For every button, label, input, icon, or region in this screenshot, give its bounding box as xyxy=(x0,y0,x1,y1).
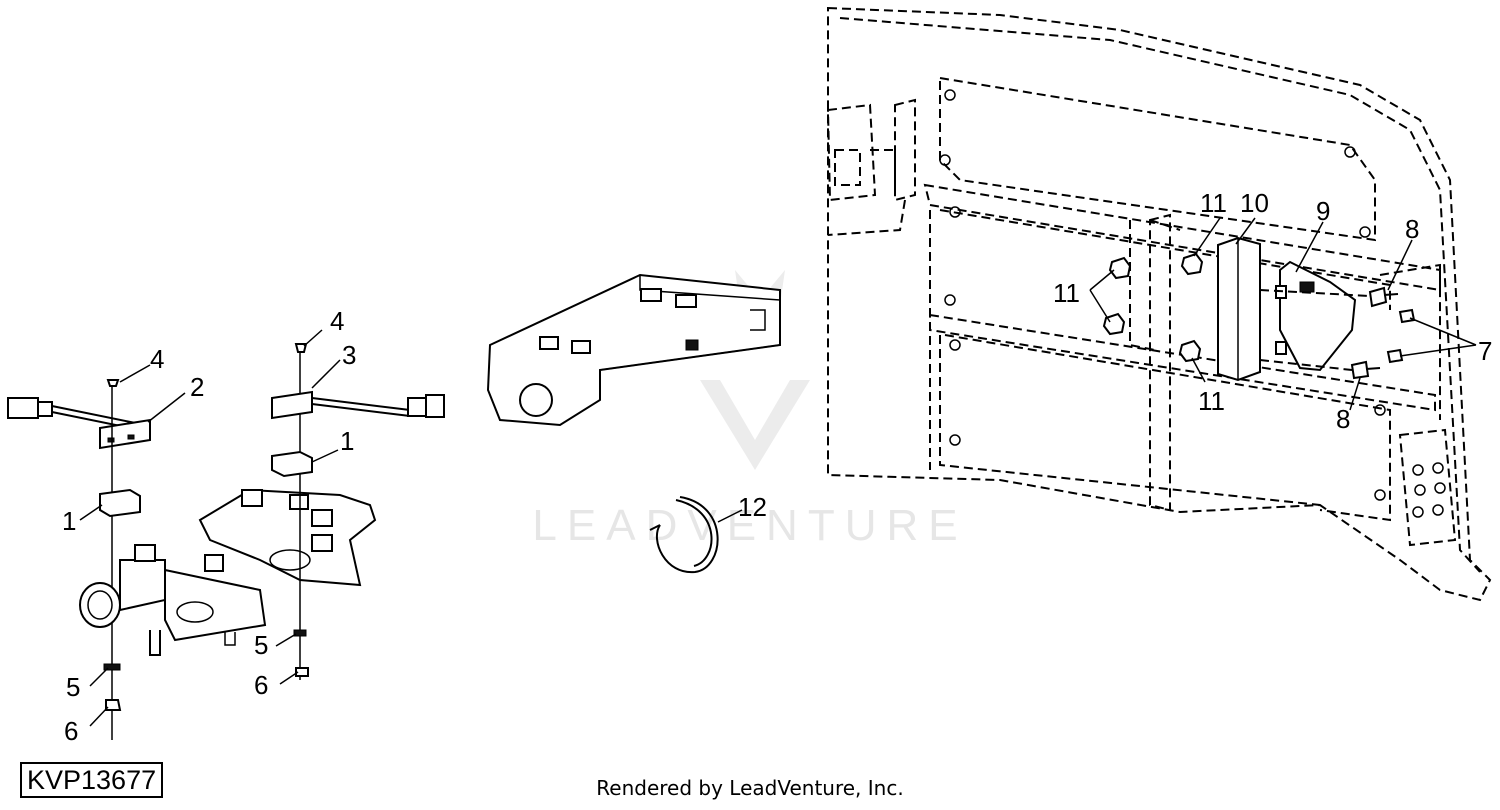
nut-set xyxy=(1102,252,1204,363)
callout-9: 9 xyxy=(1316,196,1330,226)
callout-3: 3 xyxy=(342,340,356,370)
wiring-harness-left xyxy=(7,397,151,450)
flasher-module xyxy=(1217,236,1357,382)
callout-1-left: 1 xyxy=(62,506,76,536)
callout-8-bottom: 8 xyxy=(1336,404,1350,434)
mounting-bracket-left xyxy=(79,488,377,656)
callout-5-left: 5 xyxy=(66,672,80,702)
callout-4-right: 4 xyxy=(330,306,344,336)
wiring-harness-right xyxy=(271,343,445,680)
callouts: 4 2 1 5 6 4 3 1 5 6 12 11 11 11 10 9 8 7… xyxy=(62,188,1492,746)
clamp-ring xyxy=(649,496,719,574)
figure-id-label: KVP13677 xyxy=(20,762,164,798)
callout-8-top: 8 xyxy=(1405,214,1419,244)
watermark-text: LEADVENTURE xyxy=(532,501,967,550)
callout-7: 7 xyxy=(1478,336,1492,366)
callout-11-top: 11 xyxy=(1200,188,1227,218)
callout-2: 2 xyxy=(190,372,204,402)
callout-1-right: 1 xyxy=(340,426,354,456)
callout-11-left: 11 xyxy=(1053,278,1080,308)
footer-credit: Rendered by LeadVenture, Inc. xyxy=(596,776,904,800)
relay-assembly-left xyxy=(99,379,141,740)
center-bracket xyxy=(486,273,781,427)
callout-12: 12 xyxy=(738,492,767,522)
callout-5-right: 5 xyxy=(254,630,268,660)
leader-lines xyxy=(79,217,1477,727)
callout-4-left: 4 xyxy=(150,344,164,374)
callout-10: 10 xyxy=(1240,188,1269,218)
callout-6-right: 6 xyxy=(254,670,268,700)
callout-11-bottom: 11 xyxy=(1198,386,1225,416)
callout-6-left: 6 xyxy=(64,716,78,746)
